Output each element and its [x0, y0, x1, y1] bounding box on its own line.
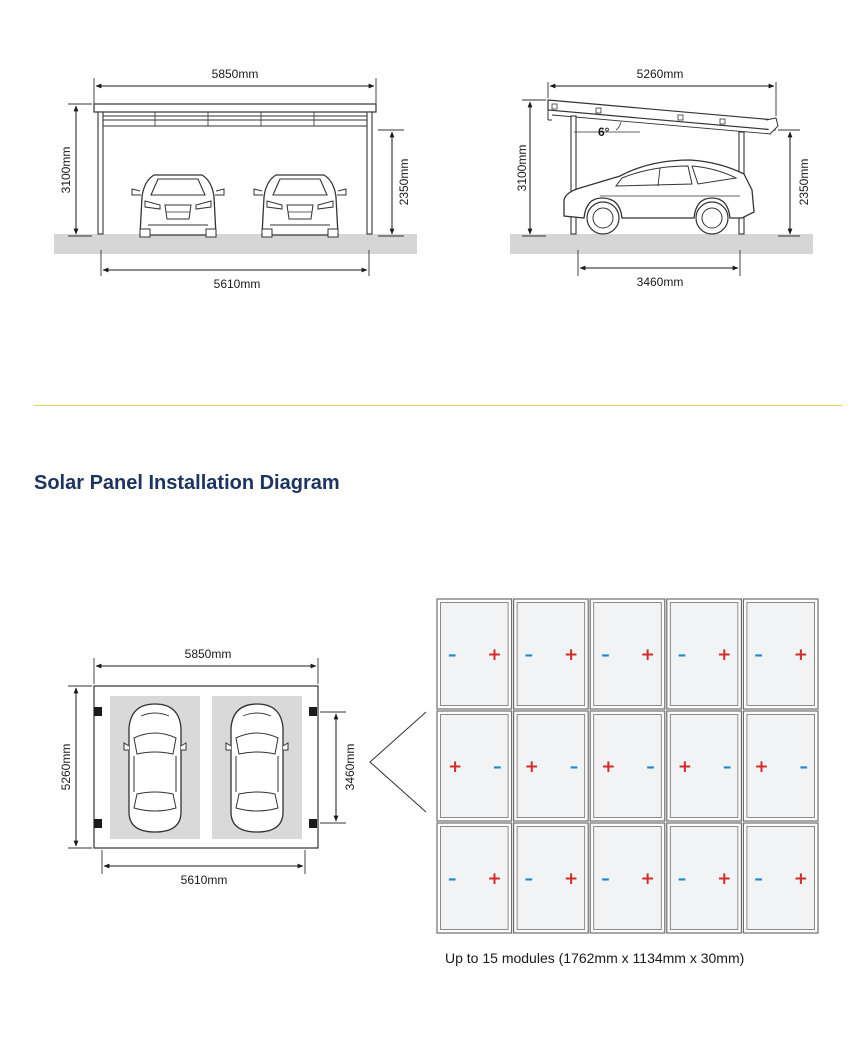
negative-terminal-icon: –	[525, 645, 534, 665]
negative-terminal-icon: –	[570, 757, 579, 777]
plan-car-right	[225, 703, 289, 833]
positive-terminal-icon: +	[525, 757, 539, 777]
modules-caption: Up to 15 modules (1762mm x 1134mm x 30mm…	[445, 950, 745, 966]
front-car-right	[253, 174, 347, 238]
positive-terminal-icon: +	[641, 869, 655, 889]
side-roof	[547, 99, 779, 135]
negative-terminal-icon: –	[448, 869, 457, 889]
solar-module: –+	[742, 822, 819, 934]
plan-post-3	[309, 707, 317, 716]
solar-module: –+	[436, 598, 513, 710]
front-post-right	[366, 111, 373, 235]
front-car-left	[131, 174, 225, 238]
side-view: 6° 5260mm 3460mm 3100mm 2350mm	[510, 67, 813, 289]
side-tilt-angle-label: 6°	[598, 125, 610, 139]
front-post-left	[97, 111, 104, 235]
side-car	[563, 159, 755, 235]
negative-terminal-icon: –	[646, 757, 655, 777]
negative-terminal-icon: –	[678, 645, 687, 665]
front-roof	[93, 103, 377, 127]
solar-module: –+	[436, 822, 513, 934]
negative-terminal-icon: –	[601, 869, 610, 889]
front-view: 5850mm 5610mm 3100mm 2350mm	[54, 67, 417, 291]
front-width-bottom-label: 5610mm	[214, 277, 261, 291]
front-height-total-label: 3100mm	[59, 147, 73, 194]
plan-post-2	[94, 819, 102, 828]
negative-terminal-icon: –	[723, 757, 732, 777]
positive-terminal-icon: +	[794, 645, 808, 665]
plan-car-left	[123, 703, 187, 833]
side-height-clear-label: 2350mm	[797, 159, 811, 206]
negative-terminal-icon: –	[754, 869, 763, 889]
side-angle-arc	[615, 121, 622, 131]
solar-module: +–	[512, 710, 589, 822]
solar-module: –+	[742, 598, 819, 710]
negative-terminal-icon: –	[448, 645, 457, 665]
side-span-bottom-label: 3460mm	[637, 275, 684, 289]
solar-module: +–	[742, 710, 819, 822]
positive-terminal-icon: +	[717, 869, 731, 889]
plan-zoom-connector	[369, 711, 427, 813]
solar-module: –+	[512, 822, 589, 934]
positive-terminal-icon: +	[487, 645, 501, 665]
plan-post-span-label: 3460mm	[343, 744, 357, 791]
negative-terminal-icon: –	[525, 869, 534, 889]
negative-terminal-icon: –	[754, 645, 763, 665]
positive-terminal-icon: +	[487, 869, 501, 889]
section-divider	[34, 405, 842, 406]
solar-module: –+	[589, 598, 666, 710]
negative-terminal-icon: –	[601, 645, 610, 665]
plan-post-1	[94, 707, 102, 716]
positive-terminal-icon: +	[564, 645, 578, 665]
positive-terminal-icon: +	[564, 869, 578, 889]
plan-width-top-label: 5850mm	[185, 647, 232, 661]
positive-terminal-icon: +	[678, 757, 692, 777]
positive-terminal-icon: +	[641, 645, 655, 665]
side-ground	[510, 234, 813, 254]
positive-terminal-icon: +	[754, 757, 768, 777]
module-grid: –+–+–+–+–++–+–+–+–+––+–+–+–+–+	[436, 598, 819, 934]
plan-view: 5850mm 5610mm 5260mm 3460mm	[59, 647, 427, 887]
solar-module: +–	[666, 710, 742, 822]
front-ground	[54, 234, 417, 254]
solar-module: –+	[512, 598, 589, 710]
negative-terminal-icon: –	[493, 757, 502, 777]
positive-terminal-icon: +	[601, 757, 615, 777]
side-height-total-label: 3100mm	[515, 145, 529, 192]
plan-post-4	[309, 819, 317, 828]
side-length-top-label: 5260mm	[637, 67, 684, 81]
solar-module: –+	[666, 822, 742, 934]
front-width-top-label: 5850mm	[212, 67, 259, 81]
plan-width-bottom-label: 5610mm	[181, 873, 228, 887]
front-height-clear-label: 2350mm	[397, 159, 411, 206]
negative-terminal-icon: –	[800, 757, 809, 777]
solar-module: –+	[666, 598, 742, 710]
solar-module: +–	[589, 710, 666, 822]
positive-terminal-icon: +	[448, 757, 462, 777]
solar-module: +–	[436, 710, 513, 822]
solar-module: –+	[589, 822, 666, 934]
plan-depth-label: 5260mm	[59, 744, 73, 791]
side-post-left	[570, 115, 577, 235]
section-title: Solar Panel Installation Diagram	[34, 472, 340, 494]
positive-terminal-icon: +	[794, 869, 808, 889]
negative-terminal-icon: –	[678, 869, 687, 889]
positive-terminal-icon: +	[717, 645, 731, 665]
